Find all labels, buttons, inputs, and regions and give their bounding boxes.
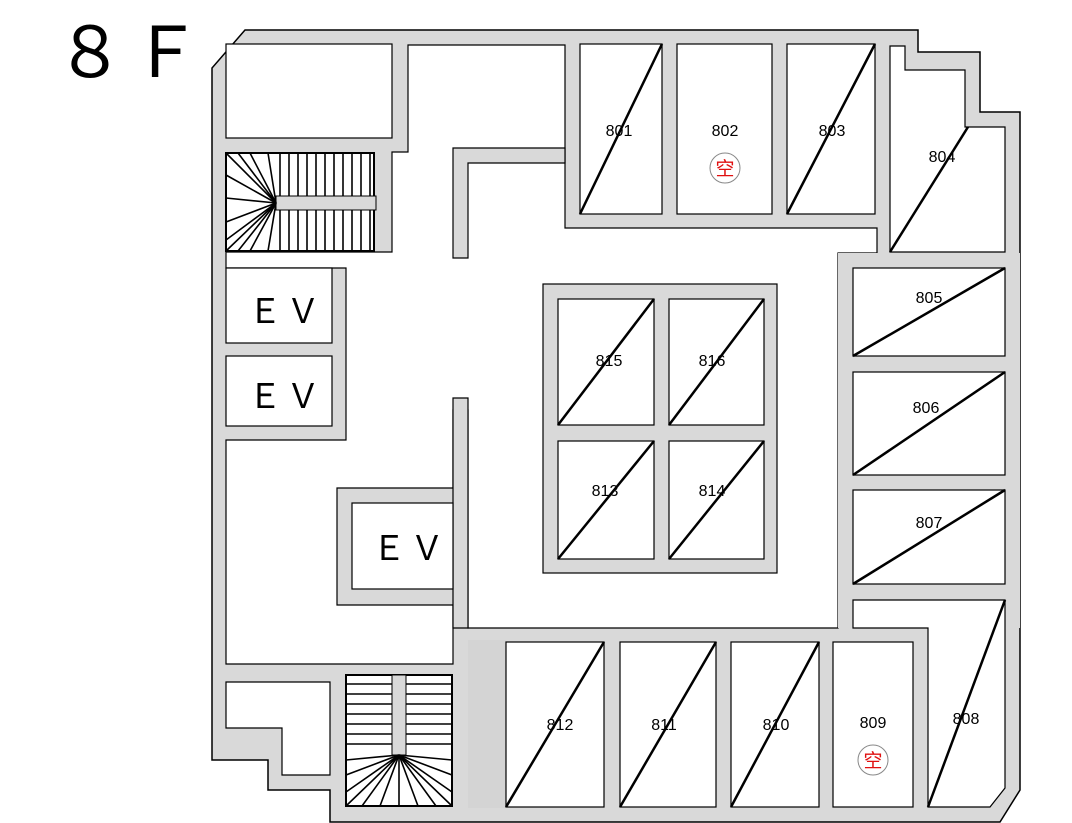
occupied-mark [557, 298, 655, 426]
corridor-wall [452, 397, 469, 629]
stair-winder [398, 754, 453, 761]
occupied-mark [504, 641, 606, 808]
room-number: 809 [860, 715, 887, 732]
stair-winder [225, 174, 277, 204]
room-812[interactable]: 812 [504, 641, 606, 808]
room-number: 803 [819, 123, 846, 140]
room-811[interactable]: 811 [618, 641, 718, 808]
occupied-mark [618, 641, 718, 808]
vacant-badge [857, 744, 889, 776]
stair-winder [361, 754, 400, 807]
stair-winder [249, 202, 277, 252]
occupied-mark [888, 126, 970, 253]
stair-winder [225, 197, 277, 204]
stair-winder [398, 754, 453, 776]
stair-winder [398, 754, 453, 793]
room-number: 811 [651, 717, 677, 734]
stair-winder [398, 754, 453, 807]
room-806[interactable]: 806 [852, 370, 1006, 477]
room-number: 806 [913, 400, 940, 417]
stair-winder [267, 202, 277, 252]
room-815[interactable]: 815 [557, 298, 655, 426]
elevator [225, 267, 333, 344]
stair-winder [225, 202, 277, 241]
elevator-label: ＥＶ [372, 530, 448, 568]
vacant-label: 空 [863, 750, 882, 772]
stair-winder [225, 202, 277, 223]
stair-winder [345, 754, 400, 761]
stair-winder [345, 754, 400, 793]
room-number: 807 [916, 515, 943, 532]
vacant-badge [709, 152, 741, 184]
room-808[interactable]: 808 [852, 599, 1007, 808]
corridor-wall [452, 147, 566, 259]
corridor-floor [468, 640, 506, 808]
occupied-mark [668, 440, 765, 560]
room-809[interactable]: 809 空 [832, 641, 914, 808]
staircase [225, 152, 377, 252]
stair-winder [225, 202, 277, 252]
room-number: 813 [592, 483, 619, 500]
stair-winder [345, 754, 400, 807]
room-816[interactable]: 816 [668, 298, 765, 426]
room-804[interactable]: 804 [888, 45, 1006, 253]
room-number: 804 [929, 149, 956, 166]
elevator-label: ＥＶ [248, 293, 324, 331]
room-area [832, 641, 914, 808]
stair-winder [345, 754, 400, 776]
occupied-mark [785, 43, 877, 215]
floor-title: ８Ｆ [55, 14, 207, 92]
elevator [351, 502, 454, 590]
occupied-mark [852, 370, 1006, 477]
room-801[interactable]: 801 [578, 43, 664, 215]
room-number: 810 [763, 717, 790, 734]
room-814[interactable]: 814 [668, 440, 765, 560]
stair-landing [391, 674, 407, 756]
stair-winder [267, 152, 277, 204]
room-number: 812 [547, 717, 574, 734]
stair-winder [379, 754, 400, 807]
room-803[interactable]: 803 [785, 43, 877, 215]
occupied-mark [926, 599, 1007, 808]
occupied-mark [557, 440, 655, 560]
stair-winder [398, 754, 437, 807]
stair-landing [275, 195, 377, 211]
room-number: 808 [953, 711, 980, 728]
room-810[interactable]: 810 [729, 641, 821, 808]
room-number: 814 [699, 483, 726, 500]
stair-winder [225, 152, 277, 204]
stair-winder [398, 754, 419, 807]
room-807[interactable]: 807 [852, 488, 1006, 586]
utility-room [225, 681, 331, 776]
stair-winder [237, 202, 277, 252]
elevator [225, 355, 333, 427]
room-area [676, 43, 773, 215]
room-813[interactable]: 813 [557, 440, 655, 560]
stair-winder [237, 152, 277, 204]
vacant-label: 空 [715, 158, 734, 180]
room-area [889, 45, 1006, 253]
occupied-mark [578, 43, 664, 215]
staircase [345, 674, 453, 807]
occupied-mark [729, 641, 821, 808]
room-area [852, 599, 1006, 808]
elevator-label: ＥＶ [248, 378, 324, 416]
occupied-mark [668, 298, 765, 426]
room-number: 805 [916, 290, 943, 307]
occupied-mark [852, 266, 1006, 358]
room-number: 801 [606, 123, 633, 140]
utility-room [225, 43, 393, 139]
occupied-mark [852, 488, 1006, 586]
rooms-layer: 801 802 空 803 804 805 806 807 808 809 空 810 811 812 81… [504, 43, 1007, 808]
stair-winder [249, 152, 277, 204]
room-805[interactable]: 805 [852, 266, 1006, 358]
room-number: 816 [699, 353, 726, 370]
room-802[interactable]: 802 空 [676, 43, 773, 215]
room-number: 815 [596, 353, 623, 370]
room-number: 802 [712, 123, 739, 140]
